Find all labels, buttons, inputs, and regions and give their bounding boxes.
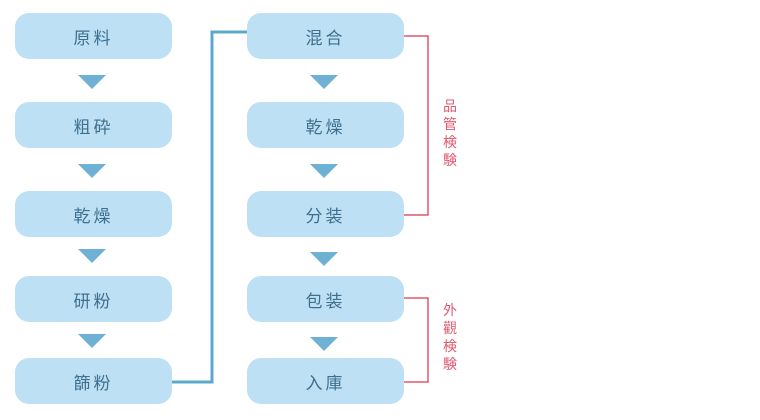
arrow-down-icon <box>78 249 106 263</box>
appearance-check-bracket <box>404 297 429 383</box>
step-mixing: 混合 <box>247 13 404 59</box>
arrow-down-icon <box>78 164 106 178</box>
step-sieving: 篩粉 <box>15 358 172 404</box>
arrow-down-icon <box>310 75 338 89</box>
arrow-down-icon <box>310 252 338 266</box>
step-warehousing: 入庫 <box>247 358 404 404</box>
column-connector-line <box>172 30 247 384</box>
quality-check-bracket <box>404 35 429 216</box>
arrow-down-icon <box>310 164 338 178</box>
step-drying-1: 乾燥 <box>15 191 172 237</box>
arrow-down-icon <box>78 334 106 348</box>
step-raw-material: 原料 <box>15 13 172 59</box>
arrow-down-icon <box>310 337 338 351</box>
step-grinding: 研粉 <box>15 276 172 322</box>
step-drying-2: 乾燥 <box>247 102 404 148</box>
quality-check-label: 品管検験 <box>443 99 457 169</box>
step-portioning: 分装 <box>247 191 404 237</box>
step-coarse-crushing: 粗砕 <box>15 102 172 148</box>
arrow-down-icon <box>78 75 106 89</box>
step-packaging: 包装 <box>247 276 404 322</box>
appearance-check-label: 外觀検験 <box>443 303 457 373</box>
